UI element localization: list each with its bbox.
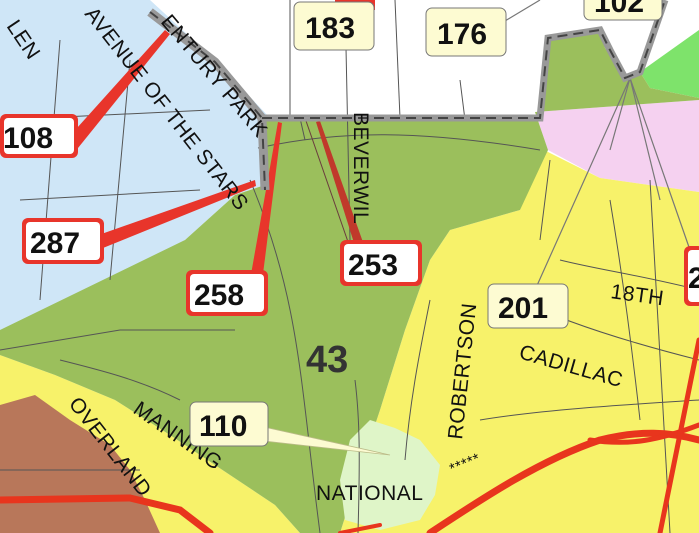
red-label-edge[interactable]: 2 [684,246,699,306]
cream-label-text: 102 [594,0,644,19]
cream-label-text: 176 [437,18,487,51]
red-label-text: 287 [30,227,80,260]
red-label-text: 2 [688,262,699,295]
pink-zone [535,100,699,192]
highways [0,337,699,533]
blue-zone [0,0,270,390]
red-label-258[interactable]: 258 [186,270,268,316]
cream-label-text: 110 [199,410,247,443]
cream-label-110[interactable]: 110 [189,401,269,447]
cream-label-top[interactable]: 102 [583,0,663,21]
street-label-beverwil: BEVERWIL [349,112,372,224]
cream-label-176[interactable]: 176 [425,7,507,57]
street-label-national: NATIONAL [316,482,423,505]
red-label-text: 108 [3,122,53,155]
red-label-253[interactable]: 253 [340,240,422,286]
red-label-287[interactable]: 287 [22,218,104,264]
district-boundary [147,0,669,191]
cream-label-183[interactable]: 183 [293,1,375,51]
red-label-text: 258 [194,279,244,312]
leader-lines [68,30,370,282]
red-label-text: 253 [348,249,398,282]
cream-label-text: 201 [498,292,548,325]
bright-green-zone [640,30,699,98]
light-green-zone [340,420,440,530]
cream-label-201[interactable]: 201 [487,283,569,329]
area-number: 43 [306,339,348,381]
red-label-108[interactable]: 108 [0,114,78,158]
cream-label-text: 183 [305,12,355,45]
